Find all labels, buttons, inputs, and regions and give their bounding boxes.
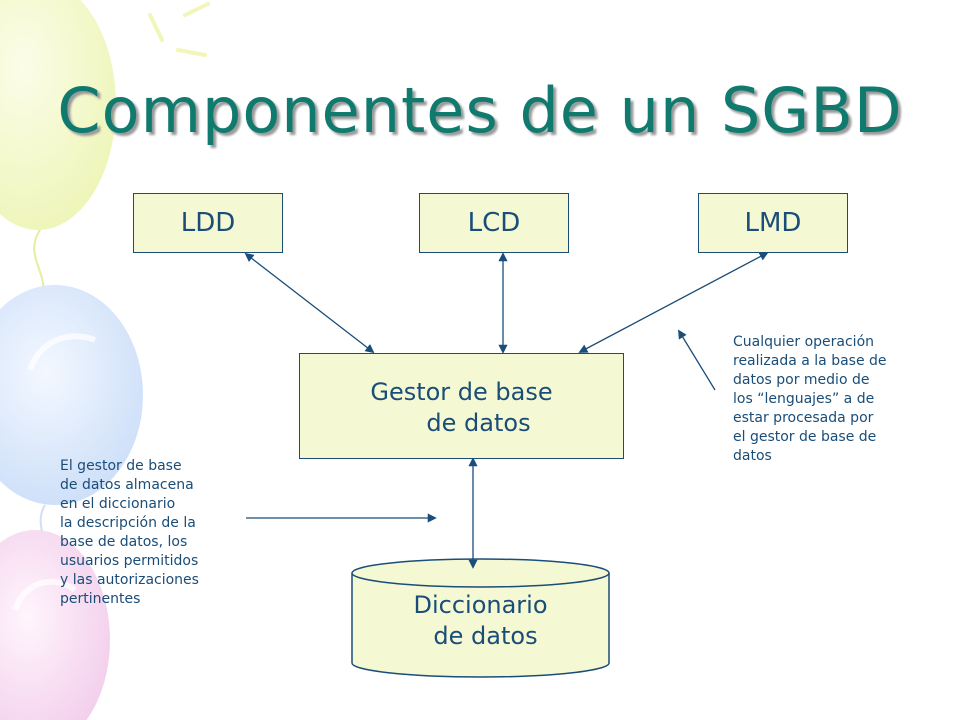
note-right: Cualquier operación realizada a la base …: [733, 333, 933, 466]
arrow-right-note: [678, 329, 716, 391]
pink-balloon: [0, 530, 110, 720]
box-lcd: LCD: [419, 193, 569, 253]
note-right-line: datos por medio de: [733, 372, 870, 388]
diccionario-label: Diccionario de datos: [352, 590, 609, 652]
note-right-line: el gestor de base de: [733, 429, 877, 445]
diccionario-label-line1: Diccionario: [413, 591, 548, 619]
note-right-line: los “lenguajes” a de: [733, 391, 875, 407]
box-ldd: LDD: [133, 193, 283, 253]
box-lmd: LMD: [698, 193, 848, 253]
note-right-line: estar procesada por: [733, 410, 874, 426]
gestor-label-line1: Gestor de base: [370, 378, 553, 406]
gestor-label-line2: de datos: [426, 409, 531, 437]
database-cylinder: [351, 558, 610, 678]
note-left-line: usuarios permitidos: [60, 553, 199, 569]
note-left-line: base de datos, los: [60, 534, 188, 550]
note-right-line: datos: [733, 448, 772, 464]
note-left: El gestor de base de datos almacena en e…: [60, 457, 260, 609]
box-gestor: Gestor de base de datos: [299, 353, 624, 459]
yellow-balloon: [0, 0, 210, 311]
diccionario-label-line2: de datos: [433, 622, 538, 650]
note-left-line: pertinentes: [60, 591, 141, 607]
note-left-line: en el diccionario: [60, 496, 176, 512]
note-right-line: realizada a la base de: [733, 353, 887, 369]
note-left-line: El gestor de base: [60, 458, 182, 474]
note-left-line: y las autorizaciones: [60, 572, 199, 588]
arrow-ldd-gestor: [244, 252, 375, 354]
note-right-line: Cualquier operación: [733, 334, 875, 350]
note-left-line: de datos almacena: [60, 477, 194, 493]
slide-title: Componentes de un SGBD: [57, 74, 903, 147]
arrow-lmd-gestor: [578, 252, 769, 353]
note-left-line: la descripción de la: [60, 515, 196, 531]
